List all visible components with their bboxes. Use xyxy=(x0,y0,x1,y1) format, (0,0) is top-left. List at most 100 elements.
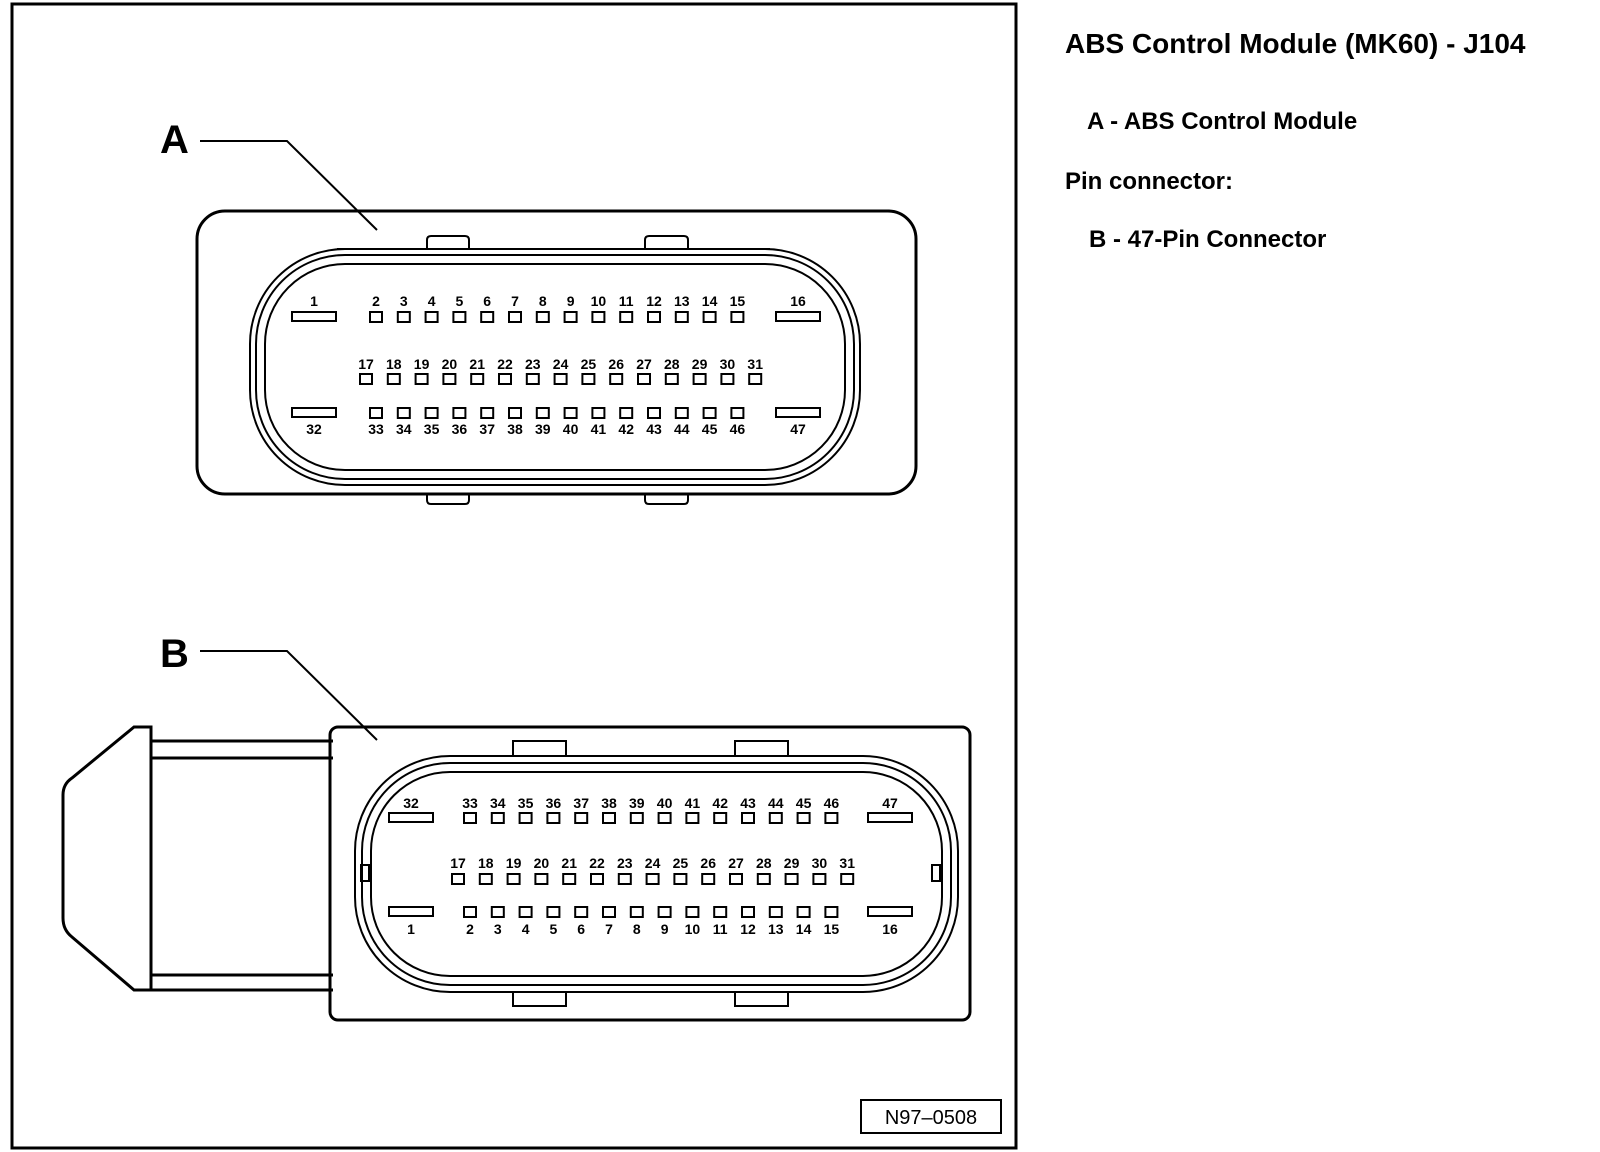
pin-cavity xyxy=(563,407,578,419)
pin-cavity xyxy=(546,906,561,918)
pin-cavity xyxy=(369,407,383,419)
pin-number: 7 xyxy=(605,921,613,937)
pin-number: 35 xyxy=(424,421,440,437)
pin-number: 23 xyxy=(525,356,541,372)
pin-cavity xyxy=(388,812,434,823)
figure-id-box xyxy=(860,1099,1002,1134)
pin-cavity xyxy=(647,311,661,323)
pin-number: 24 xyxy=(645,855,661,871)
pin-cavity xyxy=(581,373,596,385)
pin-cavity xyxy=(508,407,522,419)
connector-b-housing xyxy=(328,725,972,1022)
pin-cavity xyxy=(470,373,485,385)
pin-number: 44 xyxy=(674,421,690,437)
legend-item-a: A - ABS Control Module xyxy=(1087,108,1358,135)
pin-cavity xyxy=(291,407,337,418)
module-a-bottom-tab-left xyxy=(426,494,470,505)
pin-cavity xyxy=(553,373,568,385)
pin-number: 32 xyxy=(306,421,322,437)
pin-cavity xyxy=(396,311,411,323)
pin-number: 41 xyxy=(591,421,607,437)
pin-cavity xyxy=(619,311,634,323)
pin-number: 14 xyxy=(702,293,718,309)
pin-number: 43 xyxy=(646,421,662,437)
callout-b-label: B xyxy=(160,632,189,676)
pin-cavity xyxy=(657,906,672,918)
pin-cavity xyxy=(414,373,429,385)
pin-number: 17 xyxy=(358,356,374,372)
legend-item-b: B - 47-Pin Connector xyxy=(1089,226,1327,253)
pin-cavity xyxy=(574,812,589,824)
pin-cavity xyxy=(452,407,467,419)
pin-cavity xyxy=(534,873,549,885)
pin-cavity xyxy=(796,906,811,918)
pin-number: 3 xyxy=(494,921,502,937)
pin-number: 38 xyxy=(601,795,617,811)
pin-number: 9 xyxy=(661,921,669,937)
pin-number: 40 xyxy=(563,421,579,437)
pin-cavity xyxy=(602,906,616,918)
pin-cavity xyxy=(645,873,660,885)
pin-cavity xyxy=(674,311,689,323)
pin-number: 1 xyxy=(310,293,318,309)
legend-pin-connector-heading: Pin connector: xyxy=(1065,168,1234,195)
pin-cavity xyxy=(463,812,477,824)
pin-cavity xyxy=(741,812,755,824)
pin-number: 2 xyxy=(466,921,474,937)
pin-number: 6 xyxy=(483,293,491,309)
pin-cavity xyxy=(574,906,589,918)
pin-cavity xyxy=(730,407,745,419)
pin-number: 38 xyxy=(507,421,523,437)
pin-number: 20 xyxy=(442,356,458,372)
pin-cavity xyxy=(591,407,606,419)
connector-b-shroud-outer xyxy=(354,755,959,993)
pin-number: 21 xyxy=(561,855,577,871)
pin-cavity xyxy=(478,873,493,885)
pin-number: 13 xyxy=(674,293,690,309)
pin-number: 11 xyxy=(713,921,728,937)
pin-cavity xyxy=(713,906,728,918)
pin-cavity xyxy=(518,906,533,918)
pin-number: 47 xyxy=(790,421,806,437)
pin-cavity xyxy=(388,906,434,917)
pin-number: 25 xyxy=(673,855,689,871)
pin-cavity xyxy=(657,812,672,824)
pin-number: 31 xyxy=(747,356,763,372)
pin-number: 18 xyxy=(386,356,402,372)
pin-cavity xyxy=(685,812,700,824)
pin-number: 12 xyxy=(740,921,756,937)
connector-b-top-key-left xyxy=(512,740,567,756)
pin-number: 32 xyxy=(403,795,419,811)
pin-cavity xyxy=(629,812,644,824)
pin-number: 34 xyxy=(490,795,506,811)
pin-number: 27 xyxy=(636,356,652,372)
pin-cavity xyxy=(824,812,839,824)
pin-number: 20 xyxy=(534,855,550,871)
callout-a-leader xyxy=(200,140,378,231)
pin-number: 36 xyxy=(452,421,468,437)
pin-cavity xyxy=(741,906,755,918)
pin-number: 1 xyxy=(407,921,415,937)
callout-b-leader xyxy=(200,650,378,741)
pin-number: 35 xyxy=(518,795,534,811)
pin-number: 4 xyxy=(428,293,436,309)
pin-number: 31 xyxy=(839,855,855,871)
pin-number: 21 xyxy=(469,356,485,372)
pin-number: 41 xyxy=(685,795,701,811)
pin-number: 33 xyxy=(368,421,384,437)
pin-cavity xyxy=(452,311,467,323)
pin-cavity xyxy=(480,407,495,419)
connector-b-latch-left xyxy=(360,864,370,882)
pin-cavity xyxy=(692,373,707,385)
connector-b-shroud-inner xyxy=(370,771,943,977)
pin-number: 7 xyxy=(511,293,519,309)
pin-number: 15 xyxy=(824,921,840,937)
pin-number: 13 xyxy=(768,921,784,937)
pin-cavity xyxy=(291,311,337,322)
pin-cavity xyxy=(720,373,735,385)
pin-number: 4 xyxy=(522,921,530,937)
pin-number: 25 xyxy=(581,356,597,372)
pin-cavity xyxy=(702,311,717,323)
